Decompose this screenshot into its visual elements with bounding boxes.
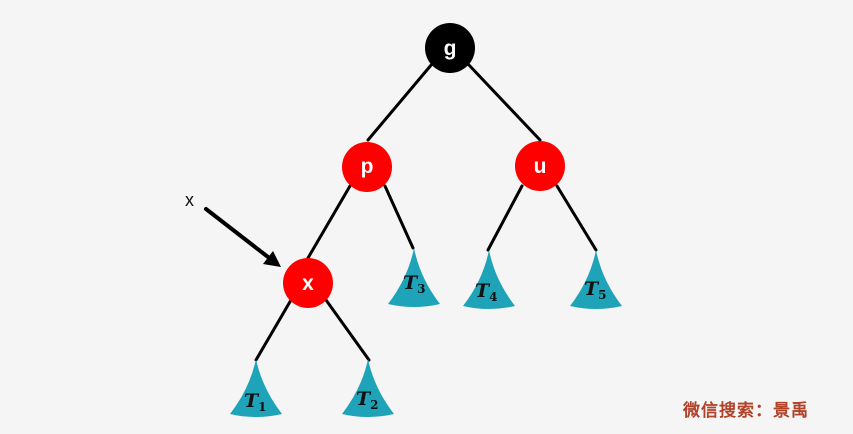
edge-p-t3 bbox=[383, 184, 415, 250]
pointer-arrow-shaft bbox=[204, 207, 270, 259]
watermark-text: 微信搜索：景禹 bbox=[683, 401, 809, 421]
pointer-label: x bbox=[185, 190, 194, 210]
edge-u-t4 bbox=[486, 184, 524, 252]
edge-g-u bbox=[466, 62, 542, 142]
node-u-circle bbox=[515, 141, 565, 191]
subtree-t3-shape bbox=[388, 248, 440, 307]
node-x-circle bbox=[283, 258, 333, 308]
edge-x-t2 bbox=[324, 298, 371, 362]
edge-p-x bbox=[306, 184, 352, 260]
subtree-t2-label: T2 bbox=[356, 388, 379, 412]
pointer-arrow-head bbox=[263, 251, 281, 267]
node-x-label: x bbox=[302, 272, 314, 295]
subtree-t4-label: T4 bbox=[475, 280, 498, 304]
edge-x-t1 bbox=[254, 298, 293, 362]
subtree-t1: T1 bbox=[230, 359, 282, 417]
subtree-t4: T4 bbox=[463, 250, 515, 309]
subtree-t2-shape bbox=[342, 359, 394, 417]
subtree-t4-shape bbox=[463, 250, 515, 309]
subtree-t1-label: T1 bbox=[244, 390, 267, 414]
subtree-t2: T2 bbox=[342, 359, 394, 417]
node-g-label: g bbox=[444, 37, 457, 60]
edge-u-t5 bbox=[555, 184, 598, 252]
node-p-circle bbox=[342, 142, 392, 192]
node-g-circle bbox=[425, 23, 475, 73]
subtree-t5-shape bbox=[570, 250, 622, 309]
node-u-label: u bbox=[534, 155, 547, 178]
node-p-label: p bbox=[361, 155, 374, 178]
node-x: x bbox=[283, 258, 333, 308]
pointer: x bbox=[185, 190, 281, 267]
subtree-t3-label: T3 bbox=[403, 272, 426, 296]
node-u: u bbox=[515, 141, 565, 191]
edge-g-p bbox=[366, 62, 434, 142]
subtree-t5: T5 bbox=[570, 250, 622, 309]
subtree-t1-shape bbox=[230, 359, 282, 417]
subtree-t5-label: T5 bbox=[584, 278, 607, 302]
node-p: p bbox=[342, 142, 392, 192]
subtree-t3: T3 bbox=[388, 248, 440, 307]
node-g: g bbox=[425, 23, 475, 73]
tree-edges bbox=[254, 62, 598, 362]
